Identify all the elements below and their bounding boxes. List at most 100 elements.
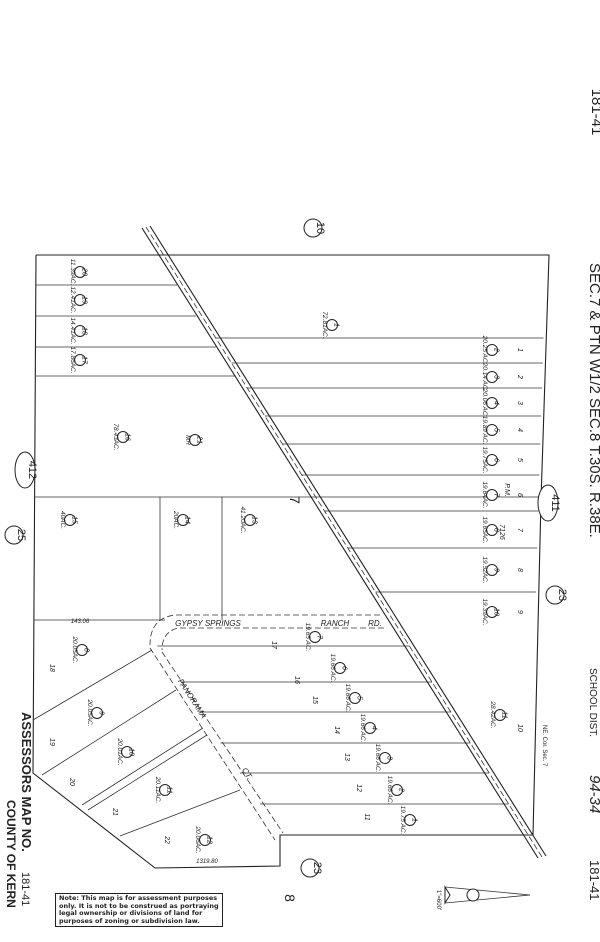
lot-line — [81, 727, 204, 806]
assessment-note: Note: This map is for assessment purpose… — [55, 893, 223, 927]
lot-number: 19 — [48, 738, 55, 746]
parcel-left-21-area: MR — [184, 435, 191, 445]
ne-corner-label: NE. Cor. Sec. 7 — [541, 725, 547, 767]
parcel-lower-3-number: 3 — [386, 756, 393, 760]
parcel-left-19-circle — [74, 294, 86, 306]
parcel-left-18-circle — [74, 325, 86, 337]
map-number-top: 181-41 — [588, 89, 600, 136]
lot-number: 11 — [363, 813, 370, 820]
parcel-lower-4-area: 19.66 AC. — [359, 714, 366, 743]
parcel-left-21-number: 21 — [196, 435, 203, 444]
parcel-sw-9-area: 20.05AC. — [86, 698, 93, 726]
dimension-bottom: 1319.80 — [196, 859, 218, 865]
road-label-ranch: RANCH — [321, 619, 350, 628]
lot-number: 5 — [516, 458, 523, 462]
section-number-7: 7 — [287, 496, 303, 504]
lot-number: 9 — [516, 610, 523, 614]
school-district-label: SCHOOL DIST. — [587, 668, 598, 737]
parcel-left-20-circle — [74, 266, 86, 278]
road-label-ct: CT. — [240, 766, 254, 781]
lot-number: 4 — [516, 428, 523, 432]
upper-lot-lines — [215, 337, 544, 593]
parcel-upper-11-circle — [494, 709, 506, 721]
parcel-sw-11-circle — [159, 784, 171, 796]
parcel-left-17-number: 17 — [81, 356, 88, 365]
lot-number: 7 — [516, 528, 523, 533]
adjacent-map-ref-23 — [545, 585, 565, 605]
parcel-left-15-number: 15 — [71, 516, 78, 524]
parcel-lower-1-area: 19.75 AC. — [399, 806, 406, 835]
pm-label: P.M. — [503, 483, 510, 497]
lot-number: 16 — [293, 676, 300, 684]
parcel-left-14-number: 14 — [184, 516, 191, 524]
parcel-lower-1-circle — [404, 814, 416, 826]
assessors-map-label: ASSESSORS MAP NO. — [19, 712, 34, 852]
lot-number: 21 — [111, 807, 118, 816]
parcel-upper-1-number: 1 — [333, 323, 340, 327]
scale-label: 1"=600' — [435, 890, 441, 910]
county-label: COUNTY OF KERN — [4, 800, 18, 908]
parcel-left-13-number: 13 — [251, 516, 258, 524]
parcel-lower-3-area: 19.66 AC. — [374, 744, 381, 773]
parcel-lower-7-area: 19.65 AC. — [304, 623, 311, 652]
parcel-left-15-area: 40AC. — [59, 511, 66, 529]
school-district-value: 94-34 — [586, 775, 600, 813]
parcel-upper-6-number: 6 — [493, 458, 500, 462]
outer-boundary-top-right — [36, 254, 550, 836]
parcel-lower-2-number: 2 — [398, 787, 405, 792]
parcel-upper-8-number: 8 — [493, 528, 500, 532]
parcel-upper-10-circle — [486, 606, 498, 618]
parcel-sw-9-circle — [91, 707, 103, 719]
pm-number: 7126 — [498, 524, 505, 540]
lot-number: 14 — [333, 726, 340, 734]
parcel-upper-10-area: 19.39AC. — [481, 598, 488, 625]
lot-number: 20 — [68, 777, 75, 786]
road-label-gypsy-springs: GYPSY SPRINGS — [175, 619, 241, 628]
lot-number: 13 — [343, 753, 350, 761]
parcel-left-20-area: 11.39AC. — [69, 259, 76, 286]
adjacent-map-label-23: 23 — [556, 589, 568, 601]
outer-boundary-left-bottom — [32, 254, 300, 869]
parcel-left-13-circle — [244, 514, 256, 526]
parcel-lower-2-circle — [391, 784, 403, 796]
parcel-lower-7-circle — [309, 631, 321, 643]
parcel-upper-7-area: 19.64AC. — [481, 481, 488, 508]
road-gypsy-springs — [149, 614, 384, 841]
adjacent-map-label-23: 23 — [311, 862, 323, 874]
parcel-left-14-circle — [177, 514, 189, 526]
adjacent-map-ref-411 — [537, 484, 559, 522]
adjacent-map-ref-10 — [303, 218, 323, 238]
lot-number: 15 — [311, 696, 318, 704]
parcel-left-16-number: 16 — [124, 433, 131, 441]
parcel-upper-11-number: 11 — [501, 711, 508, 718]
parcel-left-18-number: 18 — [81, 327, 88, 335]
parcel-lower-6-area: 19.66 AC. — [329, 654, 336, 683]
parcel-upper-3-area: 20.14 AC. — [481, 362, 488, 392]
road-label-panorama: PANORAMA — [176, 677, 208, 720]
lot-number: 12 — [355, 784, 362, 792]
lot-number: 2 — [516, 374, 523, 379]
parcel-left-21-circle — [189, 434, 201, 446]
parcel-lower-5-number: 5 — [356, 696, 363, 700]
railroad — [141, 225, 547, 859]
adjacent-map-label-10: 10 — [314, 222, 326, 234]
parcel-lower-2-area: 19.66 AC. — [386, 776, 393, 805]
parcel-left-14-area: 20AC. — [172, 510, 179, 529]
lot-number: 1 — [516, 348, 523, 352]
parcel-lower-6-number: 6 — [341, 666, 348, 670]
parcel-left-19-number: 19 — [81, 296, 88, 304]
parcel-lower-1-number: 1 — [411, 818, 418, 822]
parcel-sw-10-circle — [121, 746, 133, 758]
lot-number: 10 — [516, 724, 523, 732]
adjacent-map-label-25: 25 — [15, 529, 27, 541]
map-title: SEC.7 & PTN W1/2 SEC.8 T.30S. R.38E. — [586, 263, 600, 538]
map-number-right: 181-41 — [587, 860, 600, 900]
assessors-map-number: 181-41 — [19, 872, 31, 906]
parcel-left-16-area: 78.43AC. — [112, 423, 119, 450]
north-arrow-icon — [444, 885, 531, 905]
lot-line — [32, 649, 153, 721]
parcel-upper-11-area: 28.42AC. — [489, 700, 496, 728]
lot-number: 22 — [163, 835, 170, 844]
